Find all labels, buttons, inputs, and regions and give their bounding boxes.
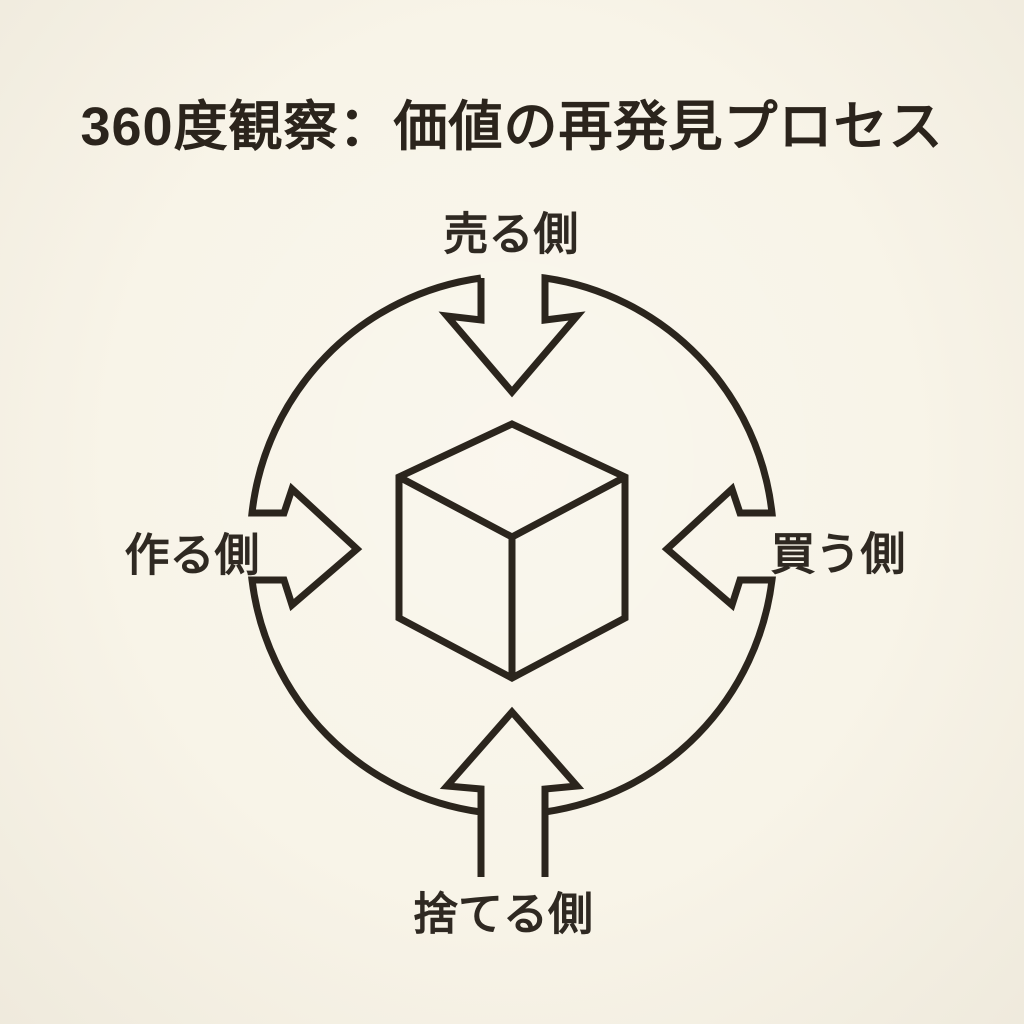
- circle-ring-with-arrows-icon: [248, 273, 776, 877]
- label-maker-side: 作る側: [124, 529, 260, 581]
- label-buyer-side: 買う側: [770, 528, 906, 580]
- page-title: 360度観察：価値の再発見プロセス: [80, 97, 944, 157]
- cube-inner-edges: [397, 473, 627, 678]
- label-discarder-side: 捨てる側: [412, 888, 594, 940]
- cube-icon: [395, 420, 629, 682]
- label-seller-side: 売る側: [443, 208, 579, 260]
